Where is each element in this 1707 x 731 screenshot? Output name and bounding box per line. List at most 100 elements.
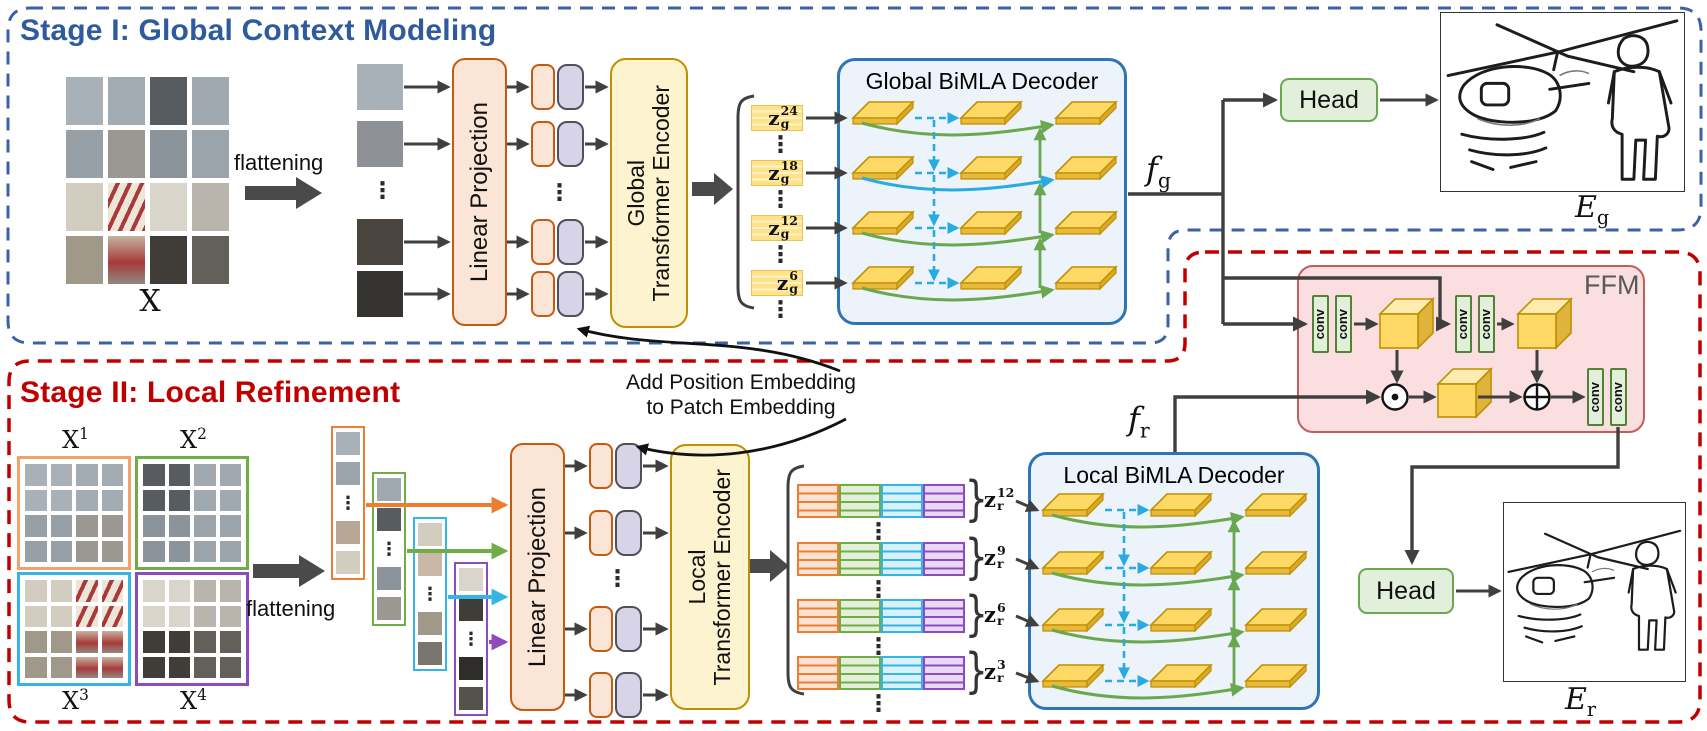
quadrant-patch (25, 656, 47, 678)
input-image-patch (108, 183, 145, 231)
quadrant-patch (143, 489, 165, 511)
quadrant-patch (143, 464, 165, 486)
input-image-patch (192, 236, 229, 284)
stage2-patch-embedding-box (589, 510, 613, 556)
conv-label: conv (1312, 308, 1328, 340)
input-image-patch (66, 236, 103, 284)
encoder-output-arrow (750, 550, 789, 582)
quadrant-patch (50, 540, 72, 562)
stage2-patch-embedding-box (589, 606, 613, 652)
quadrant-patch (101, 540, 123, 562)
token-script: g (780, 171, 790, 186)
output-edge-map-er (1503, 502, 1686, 682)
quadrant-patch (76, 489, 98, 511)
token-zr-bar-segment (839, 484, 881, 518)
ffm-label: FFM (1584, 270, 1640, 300)
stage2-position-embedding-box (615, 606, 642, 652)
token-zr-bar-segment (797, 542, 839, 576)
quadrant-patch (25, 515, 47, 537)
quadrant-patch (168, 464, 190, 486)
stage2-linear-projection-box: Linear Projection (510, 443, 565, 711)
flattening-arrow (253, 555, 325, 587)
quadrant-patch (219, 631, 241, 653)
strip-patch (418, 553, 442, 577)
conv-label: conv (1478, 308, 1494, 340)
token-script: r (996, 555, 1004, 571)
output-edge-map-eg (1440, 12, 1685, 192)
token-base: z (984, 602, 996, 627)
ellipsis: ⋮ (548, 180, 571, 206)
token-zr-bar-segment (923, 542, 965, 576)
conv-label: conv (1455, 308, 1471, 340)
conv-box: conv (1610, 368, 1627, 426)
quadrant-patch (25, 540, 47, 562)
conv-label: conv (1610, 381, 1626, 413)
stage1-linear-projection-box: Linear Projection (452, 58, 507, 326)
token-script: g (780, 226, 790, 241)
quadrant-patch (76, 605, 98, 627)
input-image-patch (192, 183, 229, 231)
conv-label: conv (1335, 308, 1351, 340)
stage1-patch-embedding-box (531, 64, 555, 110)
quadrant-patch (101, 656, 123, 678)
ellipsis: ⋮ (421, 583, 439, 605)
token-zr-bar-segment (881, 542, 923, 576)
strip-patch (418, 523, 442, 546)
strip-patch (377, 597, 401, 620)
conv-box: conv (1335, 295, 1352, 353)
strip-patch (336, 462, 360, 486)
token-zr-bar-segment (797, 599, 839, 633)
input-image-patch (108, 77, 145, 125)
stage1-flattened-patch (357, 271, 403, 317)
quadrant-label-x1: X1 (62, 425, 89, 454)
strip-patch (377, 508, 401, 532)
stage2-patch-strip-3: ⋮ (413, 517, 447, 671)
global-bimla-decoder-box: Global BiMLA Decoder (837, 58, 1127, 325)
conv-box: conv (1312, 295, 1329, 353)
stage2-transformer-encoder-box: Local Transformer Encoder (670, 444, 750, 710)
quadrant-patch (50, 515, 72, 537)
stage1-patch-embedding-box (531, 121, 555, 167)
quadrant-patch (101, 631, 123, 653)
quadrant-patch (168, 580, 190, 602)
stage1-position-embedding-box (557, 219, 584, 265)
feature-fr-label: fr (1128, 400, 1150, 443)
edge-sketch-global (1446, 19, 1679, 181)
token-base: z (984, 659, 996, 684)
conv-label: conv (1587, 381, 1603, 413)
stage1-flattened-patch (357, 121, 403, 167)
quadrant-patch (76, 656, 98, 678)
stage2-patch-embedding-box (589, 443, 613, 489)
quadrant-patch (168, 605, 190, 627)
quadrant-patch (50, 631, 72, 653)
output-er-label: Er (1565, 682, 1597, 721)
quadrant-label-part: 4 (197, 686, 207, 704)
quadrant-patch (194, 540, 216, 562)
quadrant-label-part: X (62, 426, 80, 454)
input-image-patch (66, 183, 103, 231)
quadrant-patch (25, 464, 47, 486)
ellipsis: ⋮ (339, 492, 357, 514)
stage1-flattened-patch (357, 64, 403, 110)
input-image-x-label: X (139, 284, 161, 319)
ellipsis: ⋮ (867, 519, 890, 545)
stage1-flattening-label: flattening (234, 150, 324, 175)
stage1-position-embedding-box (557, 271, 584, 317)
position-embedding-annotation: Add Position Embedding to Patch Embeddin… (626, 371, 856, 419)
stage2-patch-strip-4: ⋮ (454, 562, 488, 716)
quadrant-patch (25, 605, 47, 627)
token-zr-bar-segment (839, 656, 881, 690)
quadrant-patch (76, 580, 98, 602)
quadrant-patch (194, 605, 216, 627)
input-quadrant-x2 (135, 456, 249, 570)
quadrant-patch (219, 515, 241, 537)
stage2-position-embedding-box (615, 510, 642, 556)
quadrant-patch (76, 631, 98, 653)
